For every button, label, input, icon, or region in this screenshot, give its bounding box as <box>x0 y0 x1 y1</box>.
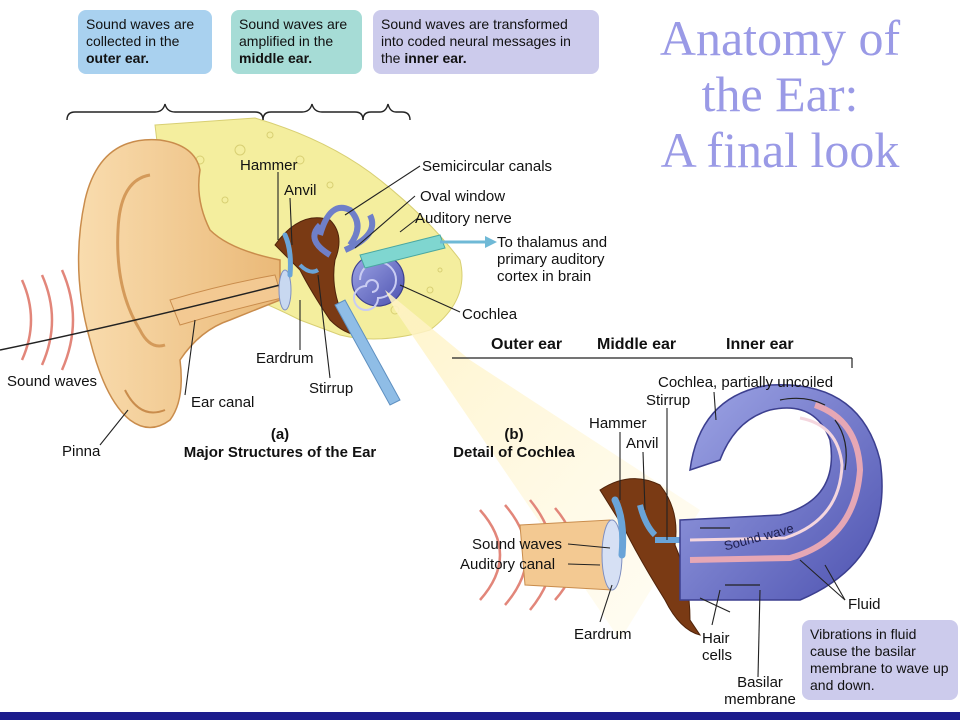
eardrum-a <box>278 269 292 311</box>
label-auditory-nerve-a: Auditory nerve <box>415 210 512 227</box>
basilar-membrane-b <box>689 402 864 563</box>
label-stirrup-b: Stirrup <box>646 392 691 409</box>
label-anvil-b: Anvil <box>626 435 659 452</box>
label-anvil-a: Anvil <box>284 182 317 199</box>
label-auditory-canal-b: Auditory canal <box>460 556 556 573</box>
pinna-shape <box>77 138 281 429</box>
panel-a-caption: (a) Major Structures of the Ear <box>158 426 402 462</box>
panel-b-title: Detail of Cochlea <box>453 444 575 461</box>
eustachian-tube <box>334 299 401 406</box>
callout-inner-text: Sound waves are transformed into coded n… <box>381 16 571 66</box>
label-hair-cells-b: Hair cells <box>702 630 733 664</box>
pinna-fold <box>116 173 166 348</box>
label-stirrup-a: Stirrup <box>309 380 354 397</box>
label-thalamus-a: To thalamus and primary auditory cortex … <box>497 234 608 285</box>
cochlea-uncoiled <box>679 383 883 601</box>
label-ear-canal-a: Ear canal <box>191 394 255 411</box>
callout-middle-bold: middle ear. <box>239 50 313 66</box>
section-middle-ear: Middle ear <box>597 336 677 353</box>
callout-inner-ear: Sound waves are transformed into coded n… <box>373 10 599 74</box>
thalamus-arrowhead <box>485 236 497 248</box>
callout-outer-bold: outer ear. <box>86 50 150 66</box>
label-sound-waves-a: Sound waves <box>7 373 98 390</box>
callout-outer-text: Sound waves are collected in the <box>86 16 195 49</box>
sound-waves-a <box>20 269 75 371</box>
sound-path-line <box>0 284 281 351</box>
pointer-lines-b <box>567 391 846 678</box>
panel-a-title: Major Structures of the Ear <box>183 444 377 461</box>
stirrup-a <box>298 263 320 274</box>
callout-inner-bold: inner ear. <box>404 50 467 66</box>
label-sound-waves-b: Sound waves <box>472 536 563 553</box>
anvil-b <box>637 504 658 538</box>
cochlea-inner-duct <box>689 416 844 542</box>
label-oval-window-a: Oval window <box>420 188 506 205</box>
label-basilar-b: Basilar membrane <box>724 674 796 708</box>
label-hammer-b: Hammer <box>589 415 647 432</box>
label-eardrum-a: Eardrum <box>256 350 314 367</box>
label-cochlea-a: Cochlea <box>462 306 518 323</box>
page-title: Anatomy of the Ear: A final look <box>620 10 940 178</box>
semicircular-canals-a <box>311 204 376 258</box>
section-braces <box>66 103 411 121</box>
title-line-3: A final look <box>660 122 900 178</box>
callout-middle-ear: Sound waves are amplified in the middle … <box>231 10 362 74</box>
section-outer-ear: Outer ear <box>491 336 563 353</box>
label-eardrum-b: Eardrum <box>574 626 632 643</box>
brace-outer <box>66 103 264 121</box>
fluid-arrows <box>699 397 847 613</box>
panel-b-caption: (b) Detail of Cochlea <box>436 426 592 462</box>
callout-middle-text: Sound waves are amplified in the <box>239 16 348 49</box>
label-cochlea-uncoiled-b: Cochlea, partially uncoiled <box>658 374 834 391</box>
label-pinna-a: Pinna <box>62 443 101 460</box>
hammer-a <box>282 232 293 278</box>
pointer-lines-a <box>99 165 461 446</box>
title-line-1: Anatomy of <box>659 10 901 66</box>
title-line-2: the Ear: <box>701 66 859 122</box>
panel-a-letter: (a) <box>270 426 290 443</box>
panel-b-letter: (b) <box>504 426 524 443</box>
callout-vibrations: Vibrations in fluid cause the basilar me… <box>802 620 958 700</box>
section-inner-ear: Inner ear <box>726 336 794 353</box>
label-hammer-a: Hammer <box>240 157 298 174</box>
brace-middle <box>262 103 364 121</box>
ear-lobe <box>124 389 166 414</box>
label-fluid-b: Fluid <box>848 596 881 613</box>
bottom-bar <box>0 712 960 720</box>
panel-b-brace <box>452 357 853 368</box>
callout-vibrations-text: Vibrations in fluid cause the basilar me… <box>810 626 949 693</box>
hammer-b <box>611 496 627 559</box>
callout-outer-ear: Sound waves are collected in the outer e… <box>78 10 212 74</box>
brace-inner <box>362 103 411 121</box>
auditory-canal-b <box>519 519 613 591</box>
label-semicircular-a: Semicircular canals <box>422 158 553 175</box>
auditory-nerve-a <box>359 234 446 269</box>
